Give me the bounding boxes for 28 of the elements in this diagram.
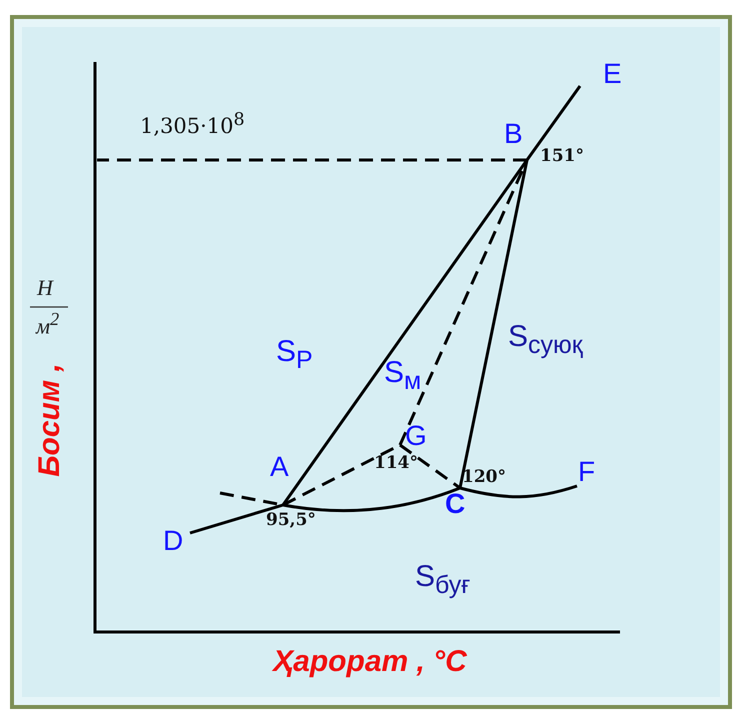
phase-label: S$_{буғ}$	[415, 562, 470, 598]
pressure-value: 1,305·10$^{8}$	[140, 112, 245, 137]
point-label: D	[163, 527, 184, 555]
point-label: G	[405, 422, 427, 450]
phase-label: S$_{суюқ}$	[508, 322, 583, 358]
unit-label: м$^{2}$	[36, 310, 60, 338]
point-label: E	[603, 60, 622, 88]
phase-line	[458, 160, 528, 488]
dashed-line	[398, 159, 528, 446]
axis-title: Босим ,	[35, 363, 65, 477]
unit-label: H	[37, 277, 53, 299]
dashed-line	[399, 444, 461, 490]
phase-line	[190, 504, 284, 534]
angle-label: 114°	[374, 455, 418, 472]
angle-label: 95,5°	[266, 512, 316, 529]
phase-line	[526, 85, 582, 161]
angle-label: 120°	[462, 469, 506, 486]
phase-line	[282, 486, 461, 512]
point-label: F	[578, 458, 596, 486]
phase-line	[460, 484, 578, 498]
dashed-line	[97, 158, 527, 162]
point-label: B	[504, 120, 523, 148]
point-label: C	[445, 490, 466, 518]
angle-label: 151°	[540, 148, 584, 165]
point-label: A	[270, 453, 289, 481]
axis-title: Ҳарорат , °С	[273, 647, 467, 677]
phase-label: S$_{м}$	[384, 358, 422, 394]
phase-label: S$_{Р}$	[276, 337, 313, 373]
